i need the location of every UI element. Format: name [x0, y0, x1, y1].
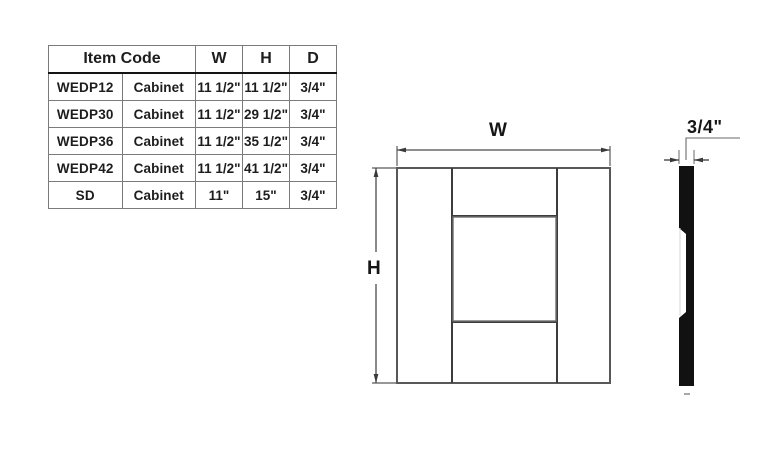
- cell-width: 11 1/2": [195, 72, 243, 101]
- column-header-depth: D: [289, 45, 337, 74]
- side-view-profile: [679, 166, 694, 395]
- cell-item-code: SD: [48, 181, 123, 209]
- cell-height: 11 1/2": [242, 72, 290, 101]
- cell-height: 41 1/2": [242, 154, 290, 182]
- table-row: SD Cabinet 11" 15" 3/4": [48, 181, 337, 209]
- cell-item-code: WEDP12: [48, 72, 123, 101]
- cell-height: 35 1/2": [242, 127, 290, 155]
- table-row: WEDP42 Cabinet 11 1/2" 41 1/2" 3/4": [48, 154, 337, 182]
- profile-center-panel-section: [686, 222, 694, 318]
- cell-width: 11 1/2": [195, 127, 243, 155]
- cell-product-type: Cabinet: [121, 72, 196, 101]
- column-header-item-code: Item Code: [48, 45, 196, 74]
- profile-lower-chamfer: [679, 312, 686, 318]
- cell-product-type: Cabinet: [121, 181, 196, 209]
- center-recessed-panel: [452, 216, 557, 322]
- cell-height: 29 1/2": [242, 100, 290, 128]
- cell-height: 15": [242, 181, 290, 209]
- height-dimension: [372, 167, 396, 384]
- table-row: WEDP30 Cabinet 11 1/2" 29 1/2" 3/4": [48, 100, 337, 128]
- table-body: WEDP12 Cabinet 11 1/2" 11 1/2" 3/4" WEDP…: [48, 72, 337, 209]
- profile-bottom-rail-section: [679, 318, 694, 386]
- cell-width: 11": [195, 181, 243, 209]
- door-outer-frame: [396, 167, 611, 384]
- thickness-leader-line: [685, 137, 740, 160]
- cell-depth: 3/4": [289, 181, 337, 209]
- profile-top-rail-section: [679, 166, 694, 222]
- column-header-width: W: [195, 45, 243, 74]
- cell-depth: 3/4": [289, 100, 337, 128]
- cell-product-type: Cabinet: [121, 100, 196, 128]
- cell-product-type: Cabinet: [121, 127, 196, 155]
- cell-depth: 3/4": [289, 127, 337, 155]
- front-view-cabinet-door: [396, 167, 611, 384]
- table-row: WEDP12 Cabinet 11 1/2" 11 1/2" 3/4": [48, 72, 337, 101]
- profile-upper-chamfer: [679, 222, 686, 234]
- cell-depth: 3/4": [289, 72, 337, 101]
- cell-width: 11 1/2": [195, 154, 243, 182]
- cell-product-type: Cabinet: [121, 154, 196, 182]
- table-header-row: Item Code W H D: [48, 45, 337, 74]
- height-dimension-label: H: [367, 258, 382, 279]
- cell-item-code: WEDP36: [48, 127, 123, 155]
- cell-item-code: WEDP42: [48, 154, 123, 182]
- cell-width: 11 1/2": [195, 100, 243, 128]
- table-row: WEDP36 Cabinet 11 1/2" 35 1/2" 3/4": [48, 127, 337, 155]
- width-dimension: [396, 146, 611, 166]
- width-dimension-label: W: [489, 120, 508, 141]
- thickness-dimension-label: 3/4": [687, 117, 723, 137]
- column-header-height: H: [242, 45, 290, 74]
- specification-table: Item Code W H D WEDP12 Cabinet 11 1/2" 1…: [48, 45, 337, 209]
- thickness-dimension: [664, 137, 740, 164]
- cell-depth: 3/4": [289, 154, 337, 182]
- cell-item-code: WEDP30: [48, 100, 123, 128]
- table-header: Item Code W H D: [48, 45, 337, 74]
- specification-table-container: Item Code W H D WEDP12 Cabinet 11 1/2" 1…: [48, 45, 337, 209]
